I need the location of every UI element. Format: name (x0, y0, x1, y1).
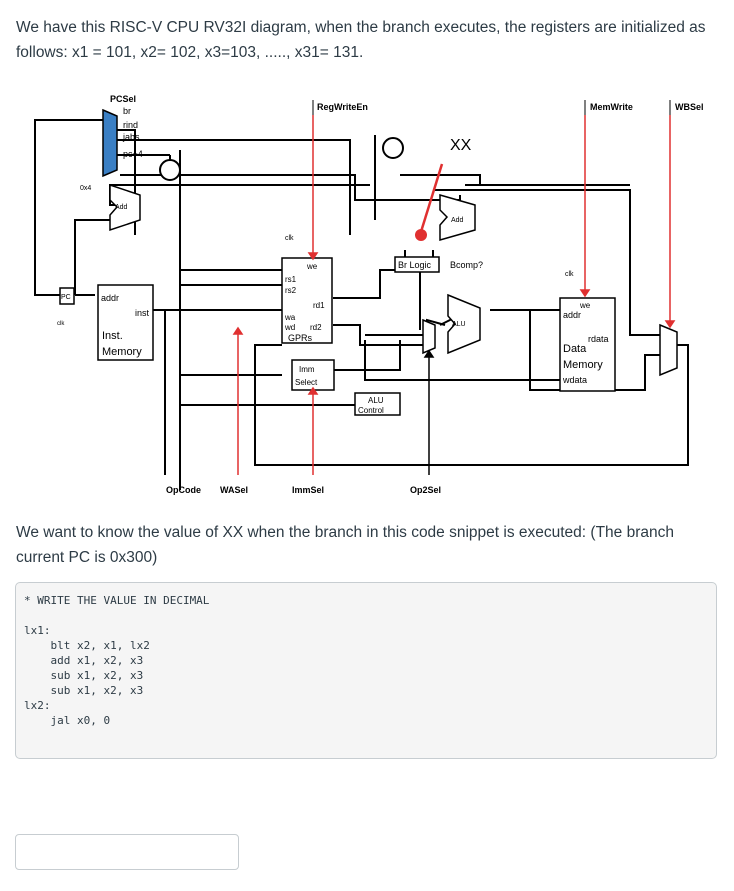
diagram-label: Add (451, 217, 464, 224)
diagram-label: ImmSel (292, 485, 324, 495)
diagram-label: wd (284, 323, 295, 332)
diagram-label: 0x4 (80, 185, 91, 192)
diagram-label: rs1 (285, 275, 297, 284)
diagram-label: Memory (563, 359, 603, 371)
intro-line-1: We have this RISC-V CPU RV32I diagram, w… (16, 19, 706, 36)
diagram-label: Memory (102, 346, 142, 358)
pcsel-mux (102, 108, 118, 178)
diagram-label: rd2 (310, 323, 322, 332)
diagram-label: rs2 (285, 286, 297, 295)
diagram-label: OpCode (166, 485, 201, 495)
diagram-label: RegWriteEn (317, 102, 368, 112)
question-line-2: current PC is 0x300) (16, 549, 158, 566)
riscv-datapath-diagram: PCSel br rind jabs pc+4 RegWriteEn MemWr… (34, 94, 704, 495)
diagram-label: wa (284, 313, 296, 322)
diagram-label: ALU (452, 321, 466, 328)
diagram-label: Op2Sel (410, 485, 441, 495)
diagram-label: Bcomp? (450, 260, 483, 270)
answer-input[interactable] (15, 834, 239, 870)
diagram-label: we (579, 301, 591, 310)
diagram-label: WBSel (675, 102, 704, 112)
diagram-label: jabs (122, 132, 140, 142)
diagram-label: MemWrite (590, 102, 633, 112)
diagram-label: rd1 (313, 301, 325, 310)
diagram-label: rind (123, 120, 138, 130)
diagram-label: clk (285, 235, 294, 242)
diagram-label: PCSel (110, 94, 136, 104)
diagram-label: Br Logic (398, 260, 432, 270)
diagram-label: WASel (220, 485, 248, 495)
diagram-label: br (123, 106, 131, 116)
diagram-label: addr (101, 293, 119, 303)
question-line-1: We want to know the value of XX when the… (16, 524, 674, 541)
diagram-label: Add (115, 204, 128, 211)
diagram-label: clk (565, 271, 574, 278)
question-intro: We have this RISC-V CPU RV32I diagram, w… (16, 15, 716, 65)
diagram-label: we (306, 262, 318, 271)
diagram-label: GPRs (288, 333, 313, 343)
diagram-label: addr (563, 310, 581, 320)
code-snippet: * WRITE THE VALUE IN DECIMAL lx1: blt x2… (24, 594, 210, 727)
diagram-label: XX (450, 137, 472, 154)
question-text: We want to know the value of XX when the… (16, 520, 716, 570)
diagram-label: Data (563, 343, 587, 355)
diagram-label: wdata (562, 375, 587, 385)
diagram-label: pc+4 (123, 149, 143, 159)
diagram-label: Imm (299, 365, 315, 374)
diagram-label: PC (61, 294, 71, 301)
diagram-label: Select (295, 378, 318, 387)
diagram-label: Inst. (102, 330, 123, 342)
diagram-label: rdata (588, 334, 609, 344)
diagram-label: ALU (368, 396, 384, 405)
code-snippet-panel: * WRITE THE VALUE IN DECIMAL lx1: blt x2… (15, 582, 717, 759)
diagram-label: clk (57, 321, 65, 327)
diagram-label: inst (135, 308, 150, 318)
intro-line-2: follows: x1 = 101, x2= 102, x3=103, ....… (16, 44, 364, 61)
diagram-label: Control (358, 406, 384, 415)
